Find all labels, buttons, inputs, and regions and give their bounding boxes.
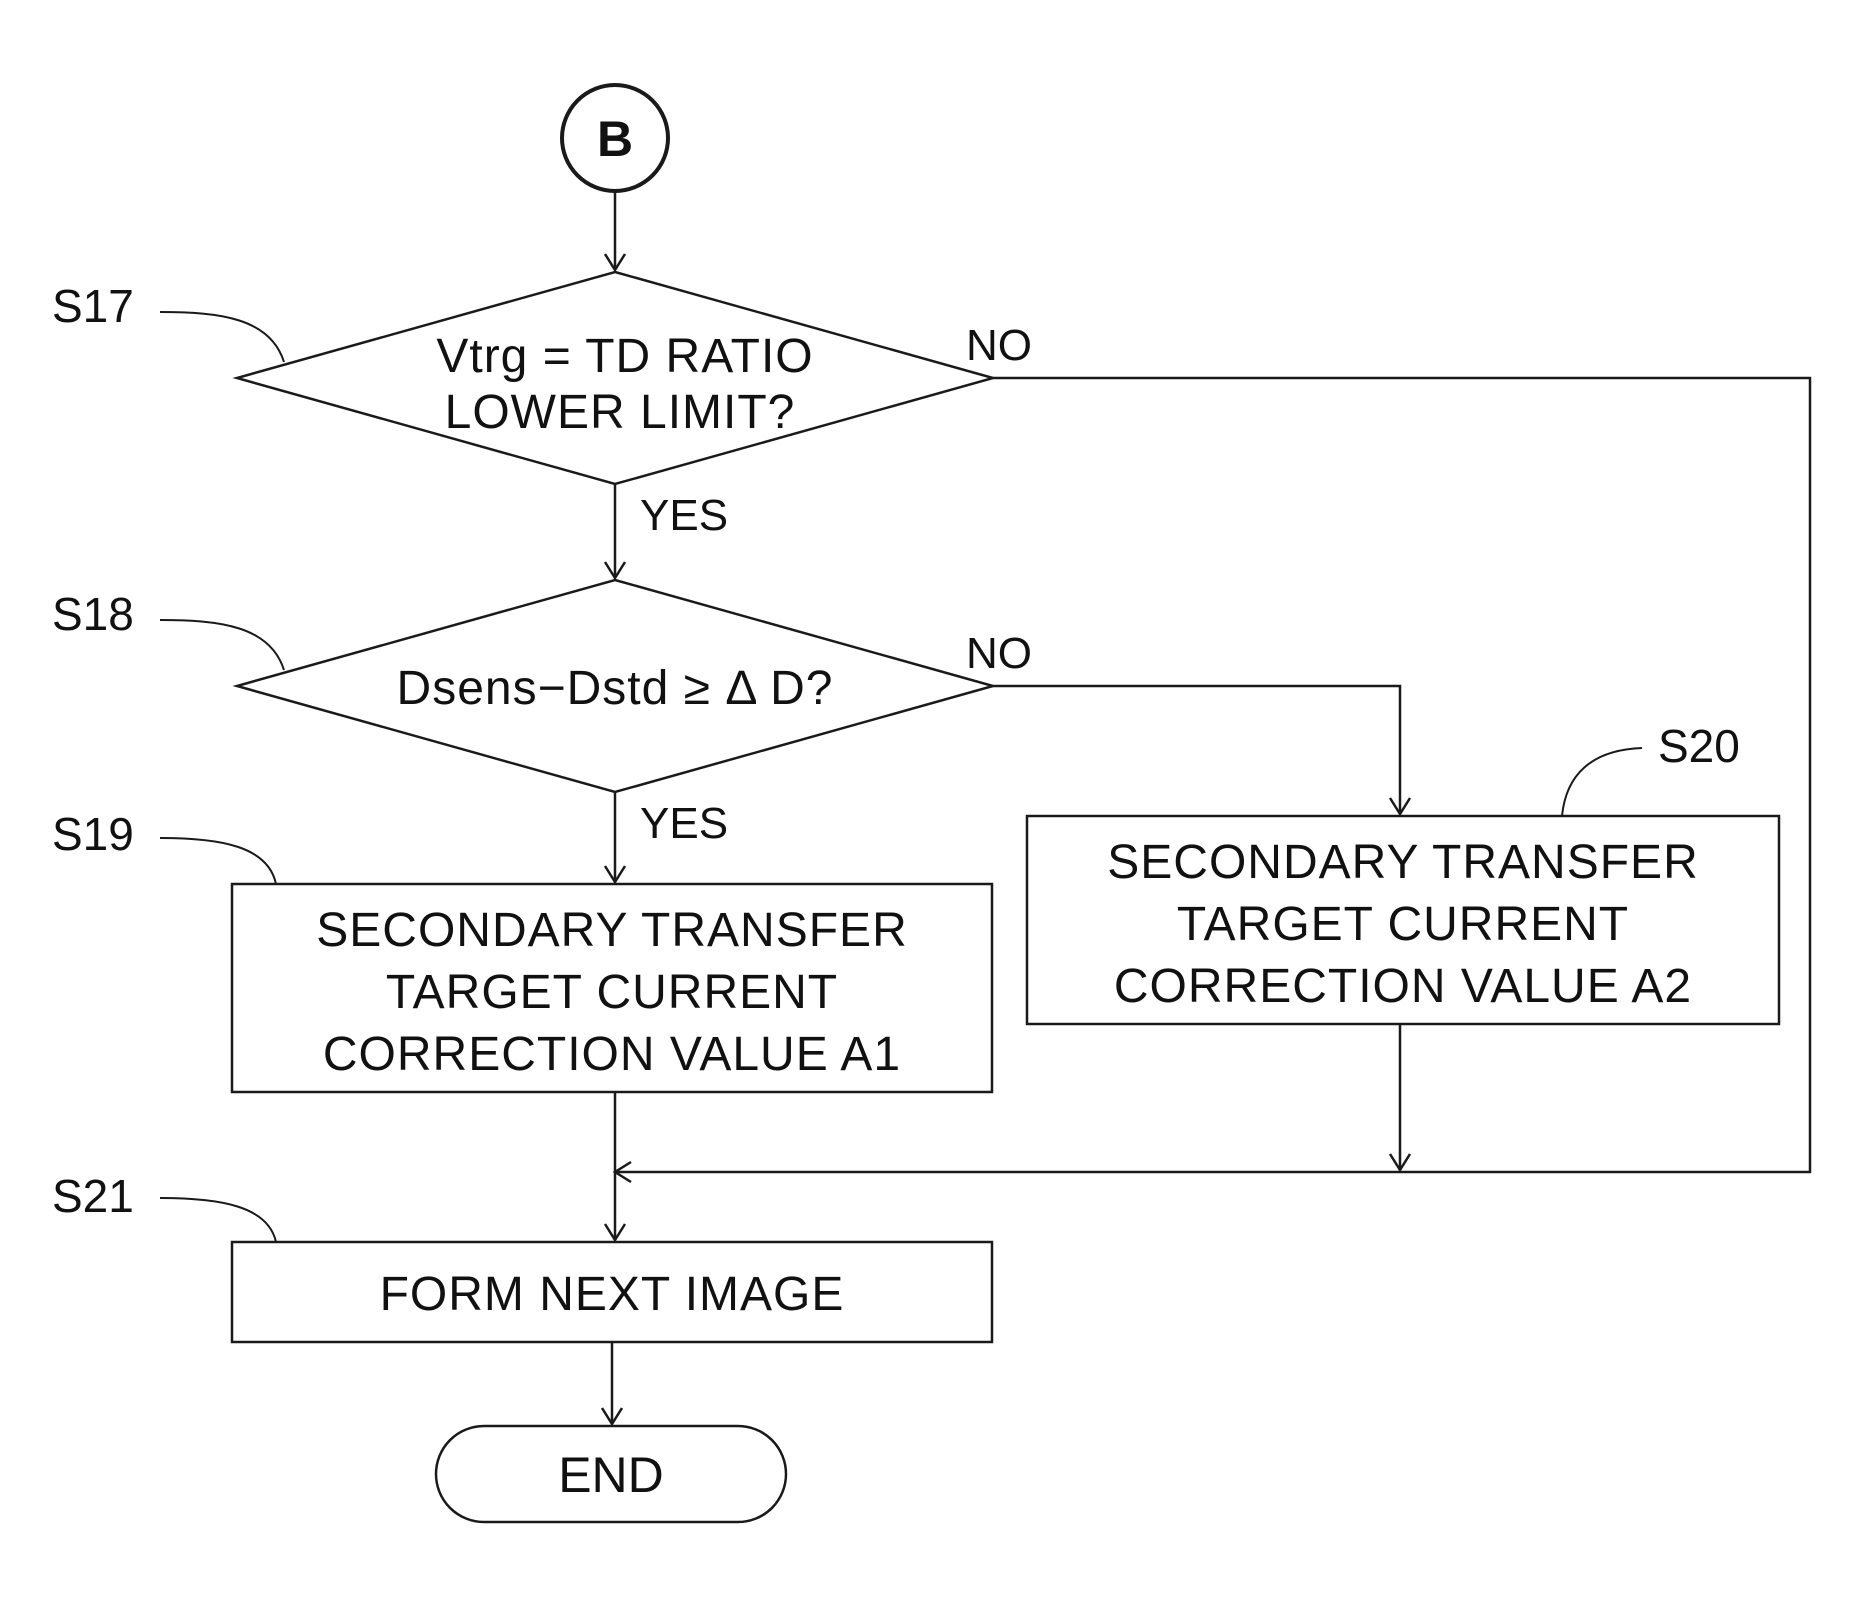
step-label-s18: S18 xyxy=(52,588,134,640)
decision-s18-line-1: Dsens−Dstd ≥ Δ D? xyxy=(397,662,834,715)
process-s21-line-1: FORM NEXT IMAGE xyxy=(380,1268,845,1321)
decision-s17-no-label: NO xyxy=(966,321,1032,370)
leader-s18 xyxy=(160,620,284,670)
process-s20-line-2: TARGET CURRENT xyxy=(1177,898,1629,951)
step-label-s17: S17 xyxy=(52,280,134,332)
decision-s18-yes-label: YES xyxy=(640,799,728,848)
step-label-s20: S20 xyxy=(1658,720,1740,772)
process-s19-line-3: CORRECTION VALUE A1 xyxy=(323,1028,901,1081)
leader-s17 xyxy=(160,312,284,362)
step-label-s19: S19 xyxy=(52,808,134,860)
leader-s19 xyxy=(160,838,276,884)
process-s20-line-1: SECONDARY TRANSFER xyxy=(1107,836,1698,889)
decision-s17-line-2: LOWER LIMIT? xyxy=(445,386,796,439)
process-s19-line-1: SECONDARY TRANSFER xyxy=(316,904,907,957)
decision-s18-no-label: NO xyxy=(966,629,1032,678)
leader-s21 xyxy=(160,1198,276,1242)
connector-label: B xyxy=(597,111,633,167)
decision-s17-line-1: Vtrg = TD RATIO xyxy=(436,330,813,383)
leader-s20 xyxy=(1562,748,1642,816)
connector-s18-no xyxy=(993,686,1400,814)
step-label-s21: S21 xyxy=(52,1170,134,1222)
process-s19-line-2: TARGET CURRENT xyxy=(386,966,838,1019)
terminator-end-label: END xyxy=(558,1447,664,1503)
process-s20-line-3: CORRECTION VALUE A2 xyxy=(1114,960,1692,1013)
decision-s17-yes-label: YES xyxy=(640,491,728,540)
